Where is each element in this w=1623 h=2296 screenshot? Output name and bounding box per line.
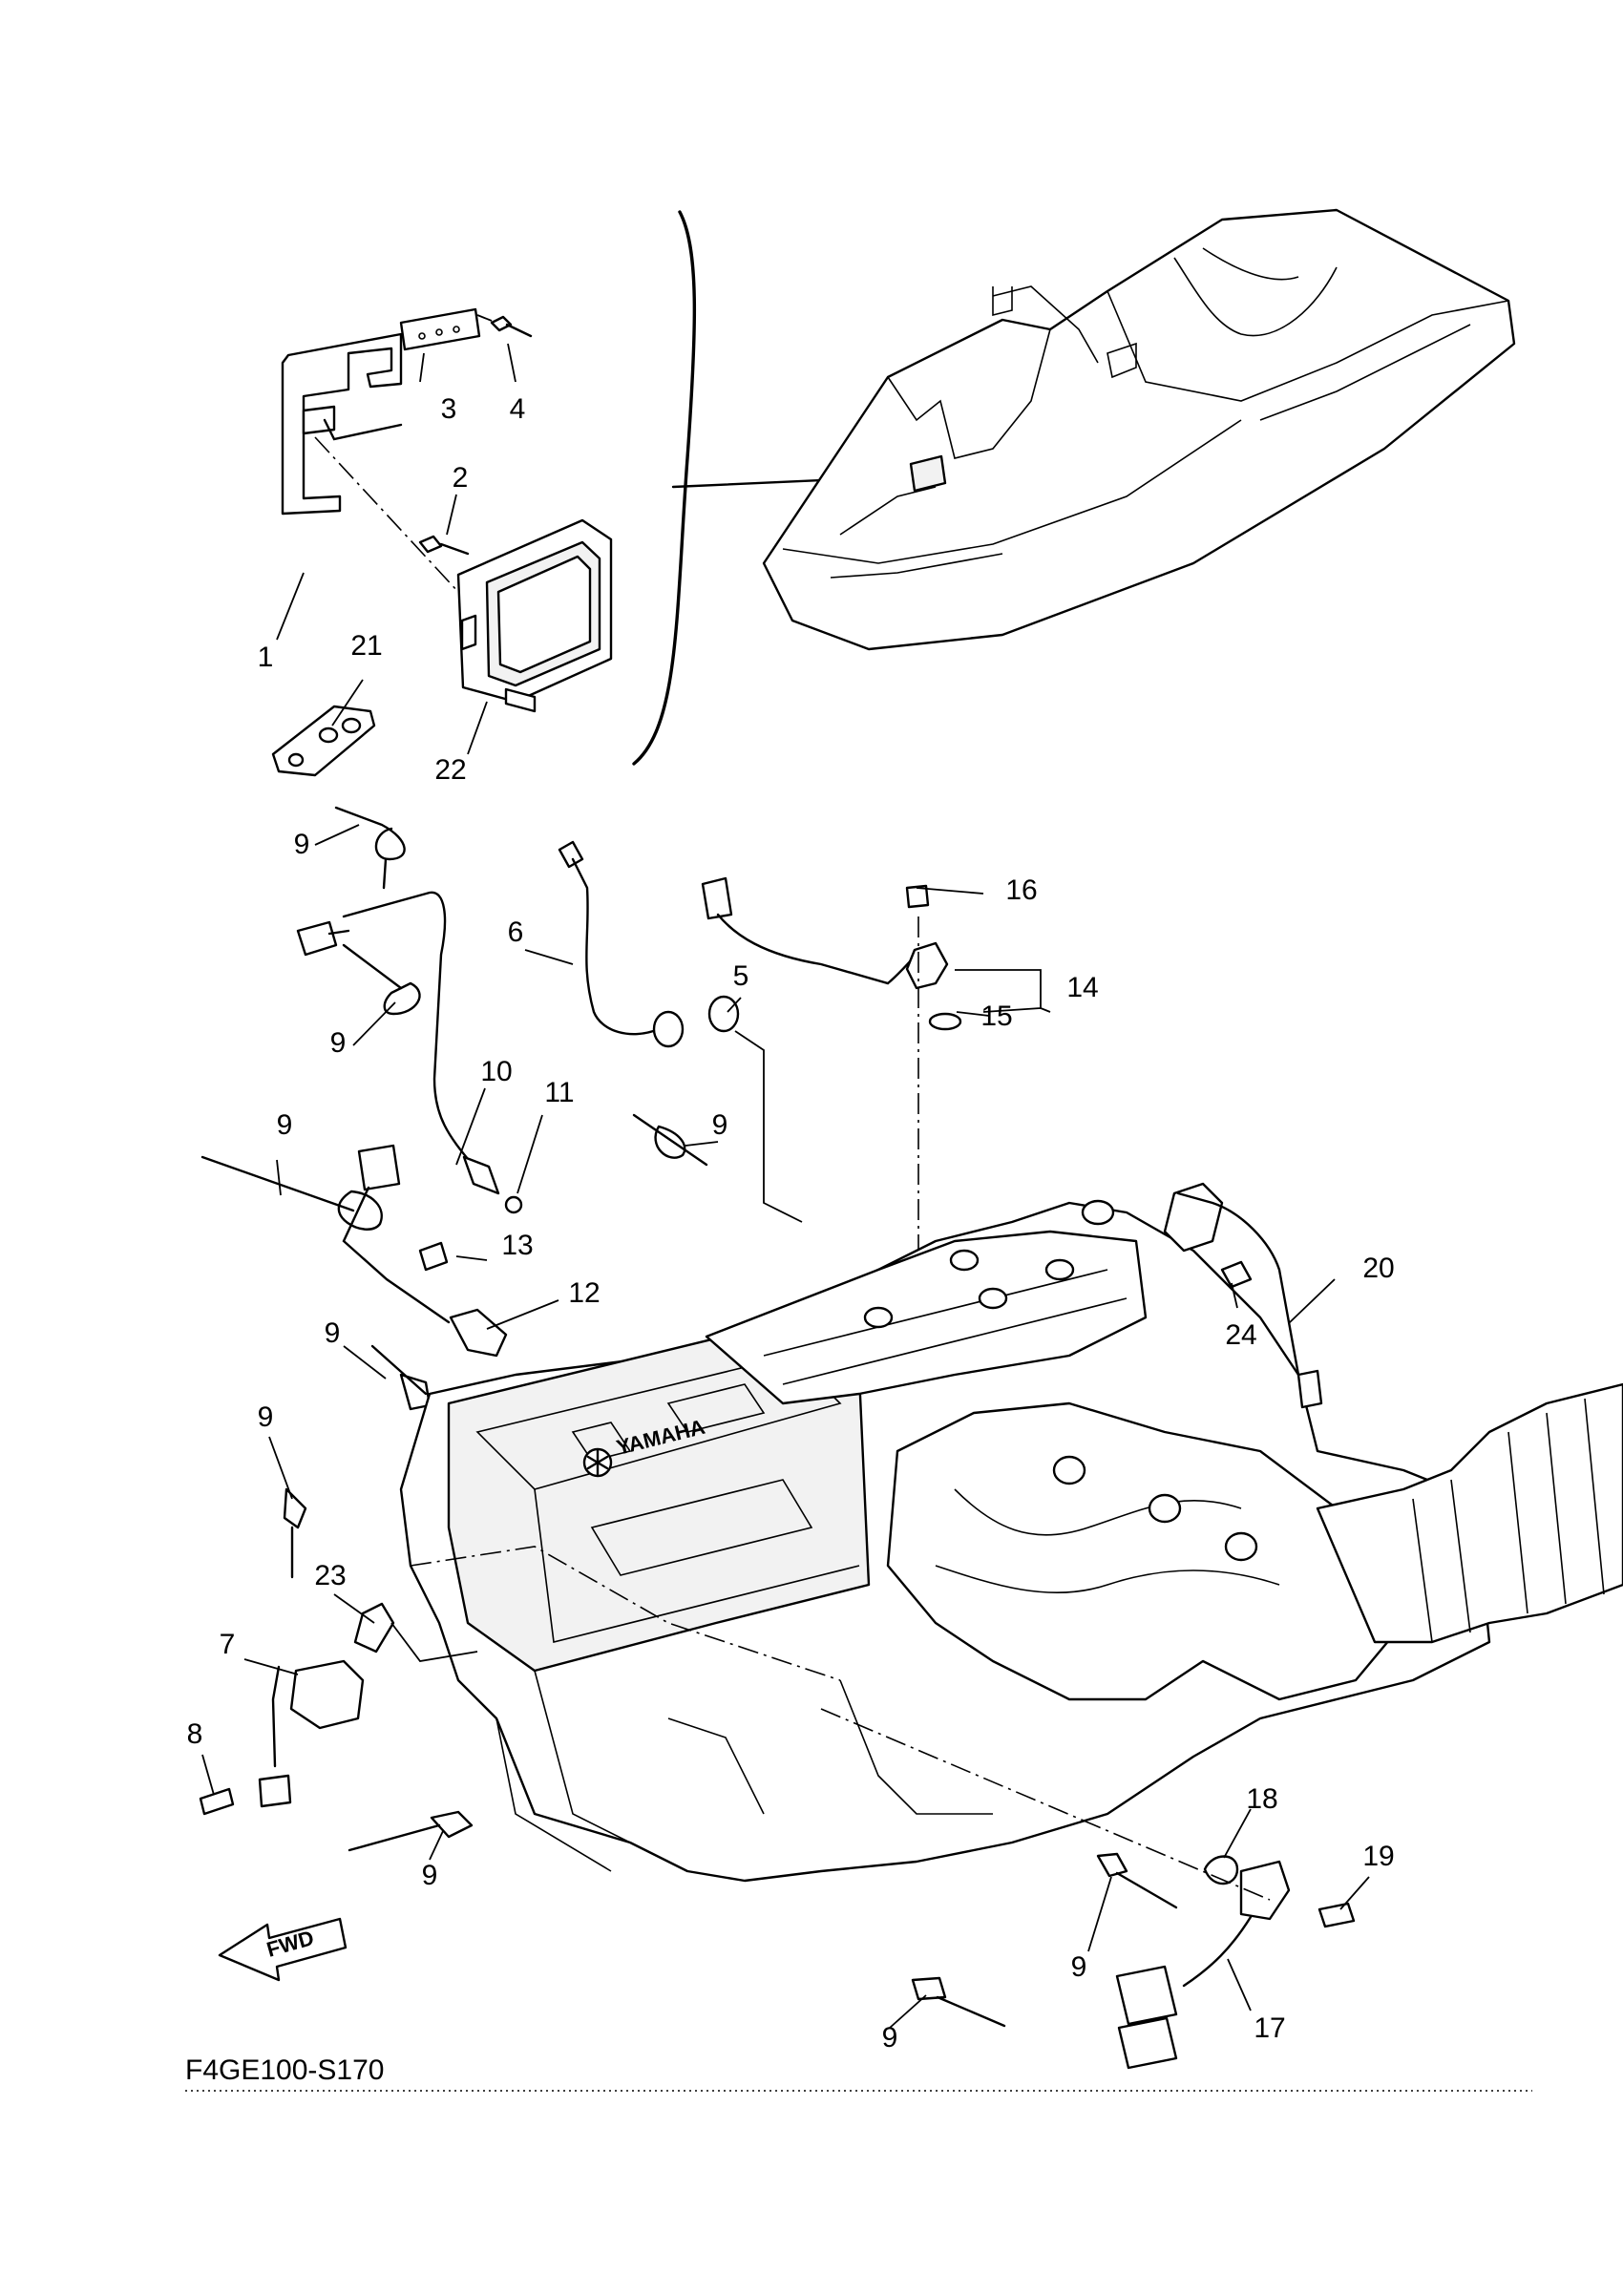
callout-9-fifth: 9 bbox=[325, 1317, 341, 1349]
crank-sensor-part bbox=[449, 1308, 508, 1358]
callout-16: 16 bbox=[1005, 874, 1037, 906]
oil-sensor-17 bbox=[1239, 1860, 1291, 1921]
callout-9-second: 9 bbox=[330, 1027, 347, 1059]
temp-sensor-20 bbox=[1296, 1369, 1323, 1409]
callout-3: 3 bbox=[441, 393, 457, 425]
bolt-8-part bbox=[199, 1787, 235, 1816]
leader-lines bbox=[201, 343, 1370, 2029]
callout-9-top: 9 bbox=[294, 829, 310, 860]
callout-17: 17 bbox=[1254, 2012, 1285, 2044]
inset-bracket bbox=[632, 210, 697, 766]
callout-9-eighth: 9 bbox=[1071, 1951, 1087, 1983]
ecu-location-marker bbox=[909, 454, 947, 493]
callout-21: 21 bbox=[350, 630, 382, 662]
callout-9-sixth: 9 bbox=[258, 1401, 274, 1433]
callout-5: 5 bbox=[733, 960, 749, 992]
fwd-arrow-icon: FWD bbox=[218, 1917, 348, 1982]
callout-22: 22 bbox=[434, 754, 466, 786]
callout-23: 23 bbox=[314, 1560, 346, 1591]
callout-9-ninth: 9 bbox=[882, 2022, 898, 2054]
callout-9-fourth: 9 bbox=[712, 1109, 728, 1141]
ecu-bracket-group bbox=[271, 307, 613, 777]
callout-10: 10 bbox=[480, 1056, 512, 1087]
drawing-code: F4GE100-S170 bbox=[185, 2054, 384, 2086]
callout-1: 1 bbox=[258, 642, 274, 673]
cable-tie-9b bbox=[337, 1190, 383, 1231]
screw-part bbox=[490, 315, 513, 332]
cable-tie-part bbox=[334, 806, 406, 861]
engine-assembly: YAMAHA bbox=[199, 1182, 1623, 2070]
sensor-6-part bbox=[652, 1010, 685, 1048]
callout-14: 14 bbox=[1066, 972, 1098, 1003]
callout-15: 15 bbox=[980, 1001, 1012, 1032]
callout-19: 19 bbox=[1362, 1841, 1394, 1872]
callout-numbers: 3 4 2 1 21 22 9 9 6 5 16 14 15 10 11 9 9… bbox=[187, 393, 1395, 2054]
plug-24-part bbox=[1220, 1260, 1253, 1289]
callout-18: 18 bbox=[1246, 1783, 1277, 1815]
bolt-16-part bbox=[905, 884, 930, 909]
bolt-19-part bbox=[1317, 1902, 1356, 1928]
callout-6: 6 bbox=[508, 916, 524, 948]
callout-12: 12 bbox=[568, 1277, 600, 1309]
callout-9-third: 9 bbox=[277, 1109, 293, 1141]
callout-4: 4 bbox=[510, 393, 526, 425]
callout-11: 11 bbox=[544, 1077, 574, 1108]
callout-2: 2 bbox=[453, 462, 469, 494]
bolt-13-part bbox=[418, 1241, 449, 1272]
screw-2-part bbox=[418, 535, 443, 554]
temp-sensor-part bbox=[462, 1155, 500, 1195]
callout-9-seventh: 9 bbox=[422, 1860, 438, 1891]
callout-7: 7 bbox=[220, 1629, 236, 1660]
sensor-5-part bbox=[707, 995, 740, 1033]
bracket-part bbox=[281, 332, 403, 516]
callout-24: 24 bbox=[1225, 1319, 1256, 1351]
pressure-sensor-7 bbox=[289, 1659, 365, 1730]
gasket-part bbox=[504, 1195, 523, 1214]
callout-13: 13 bbox=[501, 1230, 533, 1261]
watercraft-outline bbox=[762, 208, 1516, 651]
cam-sensor-part bbox=[905, 941, 949, 990]
bracket-23-part bbox=[353, 1602, 395, 1654]
o-ring-part bbox=[928, 1012, 962, 1031]
o-ring-18-part bbox=[1203, 1855, 1239, 1885]
callout-8: 8 bbox=[187, 1718, 203, 1750]
callout-20: 20 bbox=[1362, 1253, 1394, 1284]
